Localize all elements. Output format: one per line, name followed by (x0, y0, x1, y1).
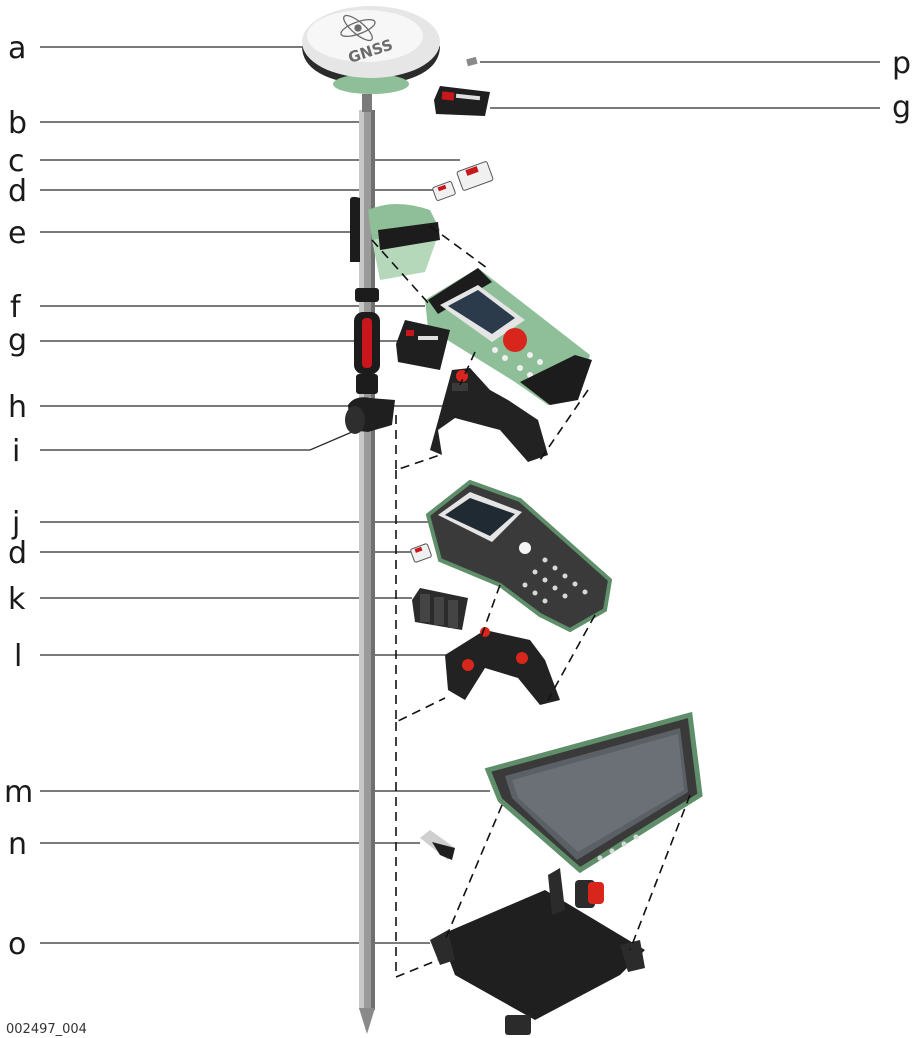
battery-mid (396, 320, 450, 370)
label-c: c (8, 144, 25, 179)
battery-k (412, 588, 468, 630)
label-k: k (8, 582, 26, 617)
sim-card (466, 56, 478, 67)
label-g-1: g (8, 323, 27, 358)
label-j: j (11, 506, 20, 541)
controller-cap (350, 196, 440, 280)
assembly-lines (371, 225, 691, 979)
sd-card (456, 161, 494, 191)
satellite-icon (340, 14, 376, 42)
label-e: e (8, 216, 26, 251)
label-d-1: d (8, 174, 27, 209)
label-a: a (8, 31, 26, 66)
label-l: l (14, 639, 22, 674)
range-pole (354, 94, 380, 1034)
microsd-card-1 (432, 181, 456, 201)
label-o: o (8, 927, 26, 962)
label-b: b (8, 106, 27, 141)
field-controller-f (425, 268, 592, 405)
gnss-antenna: GNSS (302, 6, 440, 94)
field-controller-j (425, 479, 613, 633)
pole-clamp (345, 397, 395, 434)
figure-code: 002497_004 (6, 1022, 87, 1037)
label-n: n (8, 827, 27, 862)
battery-top (434, 86, 490, 116)
holder-o (430, 868, 645, 1035)
label-h: h (8, 390, 27, 425)
label-letters: a b c d e f g h i j d k l m n o p g (4, 31, 911, 962)
label-i: i (12, 434, 20, 469)
label-d-2: d (8, 536, 27, 571)
label-g-2: g (892, 90, 911, 125)
microsd-card-2 (410, 543, 432, 563)
label-f: f (10, 290, 22, 325)
tablet-m (484, 711, 703, 874)
label-p: p (892, 46, 911, 81)
label-m: m (4, 775, 33, 810)
usb-stick (420, 830, 455, 860)
holder-l (445, 627, 560, 705)
